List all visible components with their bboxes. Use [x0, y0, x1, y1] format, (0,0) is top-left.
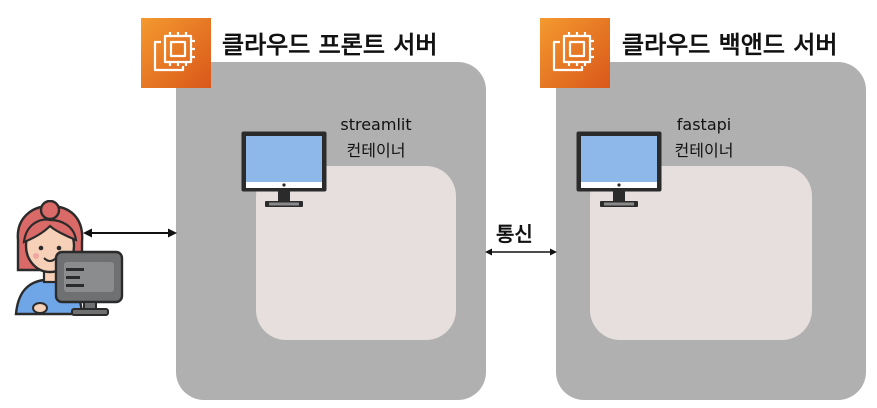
communication-arrow: [484, 246, 558, 258]
container-name: streamlit: [340, 115, 412, 134]
user-connection-arrow: [82, 226, 178, 240]
fastapi-container-box: [590, 166, 812, 340]
container-type: 컨테이너: [346, 141, 406, 160]
fastapi-container-label: fastapi 컨테이너: [664, 112, 744, 164]
ec2-chip-icon: [141, 18, 211, 88]
user-at-computer-icon: [10, 200, 128, 320]
ec2-chip-icon: [540, 18, 610, 88]
communication-label: 통신: [496, 222, 533, 246]
streamlit-container-label: streamlit 컨테이너: [328, 112, 424, 164]
back-server-title: 클라우드 백앤드 서버: [622, 31, 838, 59]
front-server-title: 클라우드 프론트 서버: [222, 31, 438, 59]
container-name: fastapi: [676, 115, 732, 134]
monitor-icon: [240, 130, 328, 210]
monitor-icon: [575, 130, 663, 210]
container-type: 컨테이너: [674, 141, 734, 160]
